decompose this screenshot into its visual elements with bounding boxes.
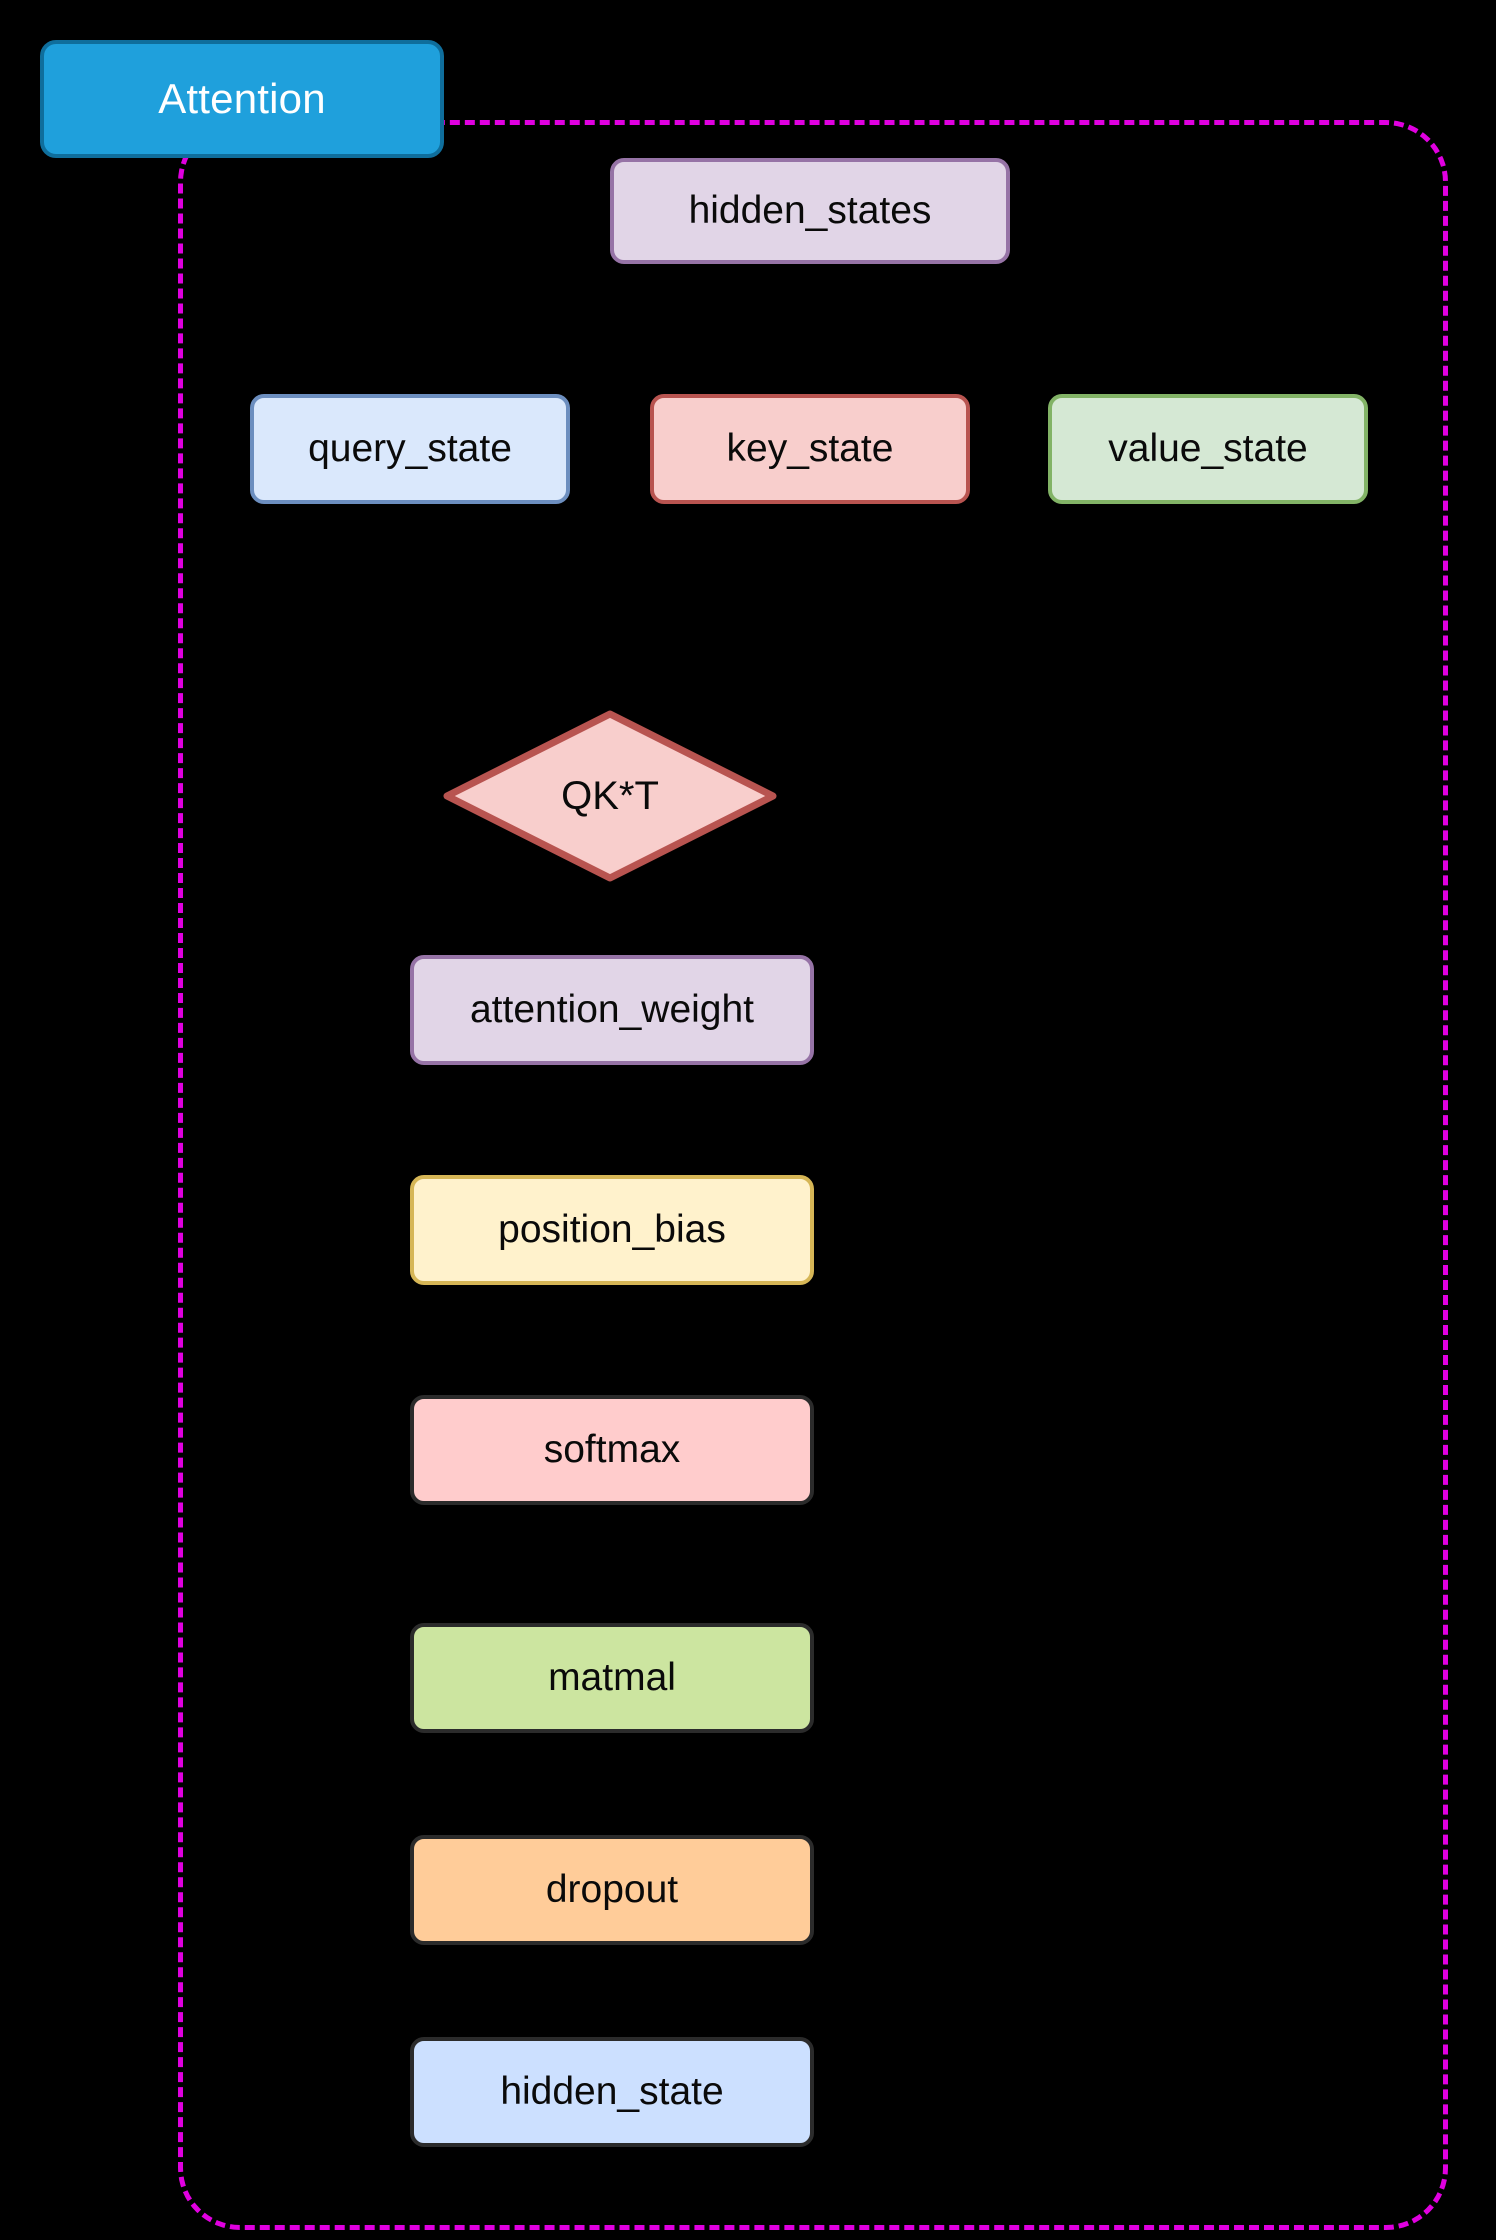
node-dropout[interactable]: dropout <box>410 1835 814 1945</box>
node-matmal[interactable]: matmal <box>410 1623 814 1733</box>
node-value-state-label: value_state <box>1108 426 1308 470</box>
node-hidden-state-label: hidden_state <box>500 2069 724 2113</box>
node-attention-weight-label: attention_weight <box>469 987 755 1031</box>
node-value-state[interactable]: value_state <box>1048 394 1368 504</box>
node-matmal-label: matmal <box>548 1655 676 1699</box>
subgraph-title-attention[interactable]: Attention <box>40 40 444 158</box>
node-position-bias[interactable]: position_bias <box>410 1175 814 1285</box>
node-query-state[interactable]: query_state <box>250 394 570 504</box>
node-softmax[interactable]: softmax <box>410 1395 814 1505</box>
node-key-state-label: key_state <box>726 426 894 470</box>
node-key-state[interactable]: key_state <box>650 394 970 504</box>
subgraph-title-label: Attention <box>158 75 326 122</box>
node-hidden-states[interactable]: hidden_states <box>610 158 1010 264</box>
node-position-bias-label: position_bias <box>498 1207 726 1251</box>
node-hidden-state[interactable]: hidden_state <box>410 2037 814 2147</box>
node-softmax-label: softmax <box>543 1427 681 1471</box>
diamond-shape <box>443 710 777 882</box>
node-query-state-label: query_state <box>308 426 512 470</box>
node-hidden-states-label: hidden_states <box>688 188 932 232</box>
node-dropout-label: dropout <box>545 1867 679 1911</box>
node-attention-weight[interactable]: attention_weight <box>410 955 814 1065</box>
node-qkt[interactable]: QK*T <box>443 710 777 882</box>
